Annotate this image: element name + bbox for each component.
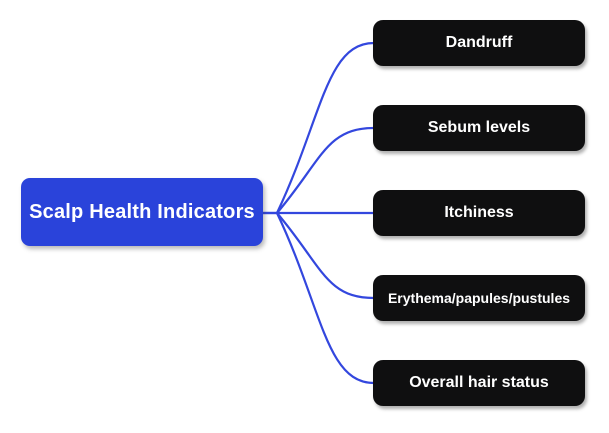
edge-root-sebum-levels xyxy=(275,126,376,215)
root-node-scalp-health-indicators[interactable]: Scalp Health Indicators xyxy=(21,178,263,246)
branch-node-itchiness[interactable]: Itchiness xyxy=(373,190,585,236)
branch-node-label: Sebum levels xyxy=(427,119,531,136)
root-node-label: Scalp Health Indicators xyxy=(29,200,255,223)
branch-node-sebum-levels[interactable]: Sebum levels xyxy=(373,105,585,151)
branch-node-label: Overall hair status xyxy=(409,374,549,391)
branch-node-erythema-papules-pustules[interactable]: Erythema/papules/pustules xyxy=(373,275,585,321)
branch-node-label: Dandruff xyxy=(445,34,513,51)
branch-node-label: Erythema/papules/pustules xyxy=(387,290,571,306)
edge-root-overall-hair-status xyxy=(275,211,376,385)
edge-root-dandruff xyxy=(261,41,376,215)
branch-node-label: Itchiness xyxy=(444,204,514,221)
branch-node-overall-hair-status[interactable]: Overall hair status xyxy=(373,360,585,406)
edge-root-erythema xyxy=(275,211,376,300)
branch-node-dandruff[interactable]: Dandruff xyxy=(373,20,585,66)
